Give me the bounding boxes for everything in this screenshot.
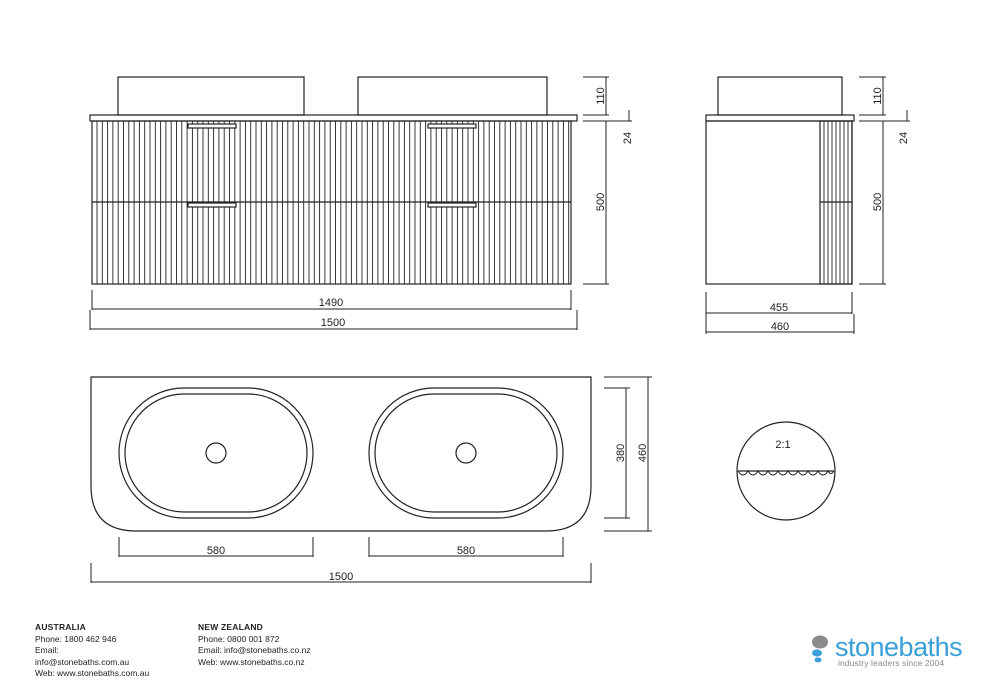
dim-front-top-thickness: 24 (622, 132, 634, 144)
drawer-handle (187, 123, 237, 129)
detail-scale-label: 2:1 (775, 439, 790, 451)
dim-plan-basin-right: 580 (457, 545, 475, 557)
dim-plan-basin-depth: 380 (615, 444, 627, 462)
footer-au-email-label: Email: (35, 645, 59, 655)
dim-side-cabinet-height: 500 (872, 193, 884, 211)
dim-front-basin-height: 110 (595, 87, 607, 105)
logo-tagline: industry leaders since 2004 (838, 658, 945, 668)
footer-au-heading: AUSTRALIA (35, 622, 86, 632)
plan-basin-right-inner (374, 393, 558, 513)
drawer-handle (427, 202, 477, 208)
plan-waste-right (455, 442, 477, 464)
stonebaths-logo: stonebaths industry leaders since 2004 (808, 632, 978, 672)
front-basin-left (117, 76, 305, 116)
footer-nz-email[interactable]: Email: info@stonebaths.co.nz (198, 645, 311, 655)
front-horizontal-dimensions (89, 290, 578, 330)
dim-plan-width: 1500 (329, 571, 353, 583)
detail-flute-profile (737, 470, 835, 476)
plan-dimensions (90, 376, 652, 583)
plan-basin-left-inner (124, 393, 308, 513)
drawer-handle (427, 123, 477, 129)
dim-side-top-depth: 460 (771, 321, 789, 333)
dim-plan-basin-left: 580 (207, 545, 225, 557)
front-basin-right (357, 76, 548, 116)
side-benchtop (705, 114, 855, 122)
plan-basin-right-outer (368, 387, 564, 519)
detail-circle (736, 421, 836, 521)
dim-side-depth: 455 (770, 302, 788, 314)
dimension-labels: 1490 1500 110 24 500 455 460 110 24 500 … (207, 87, 910, 583)
flute-detail (736, 421, 836, 521)
side-basin (717, 76, 843, 116)
dim-front-top-width: 1500 (321, 317, 345, 329)
front-elevation (89, 76, 578, 285)
dim-side-basin-height: 110 (872, 87, 884, 105)
footer-nz-phone: Phone: 0800 001 872 (198, 633, 280, 644)
dim-plan-top-depth: 460 (637, 444, 649, 462)
dim-front-width: 1490 (319, 297, 343, 309)
side-vertical-dimensions (859, 76, 910, 285)
footer-nz-heading: NEW ZEALAND (198, 622, 263, 632)
plan-view (90, 376, 592, 532)
footer-new-zealand: NEW ZEALAND Phone: 0800 001 872 Email: i… (198, 622, 311, 668)
dim-front-cabinet-height: 500 (595, 193, 607, 211)
logo-wordmark: stonebaths (835, 632, 963, 662)
side-elevation (705, 76, 855, 285)
footer-australia: AUSTRALIA Phone: 1800 462 946 Email: inf… (35, 622, 149, 680)
footer-au-phone: Phone: 1800 462 946 (35, 633, 117, 644)
footer-au-web[interactable]: Web: www.stonebaths.com.au (35, 668, 150, 678)
plan-benchtop-outline (90, 376, 592, 532)
footer-au-email[interactable]: info@stonebaths.com.au (35, 656, 130, 667)
drawer-handle (187, 202, 237, 208)
plan-waste-left (205, 442, 227, 464)
plan-basin-left-outer (118, 387, 314, 519)
footer-nz-web[interactable]: Web: www.stonebaths.co.nz (198, 656, 305, 667)
front-vertical-dimensions (583, 76, 632, 285)
stones-logo-icon (812, 635, 828, 663)
dim-side-top-thickness: 24 (898, 132, 910, 144)
front-benchtop (89, 114, 578, 122)
side-horizontal-dimensions (705, 292, 855, 334)
